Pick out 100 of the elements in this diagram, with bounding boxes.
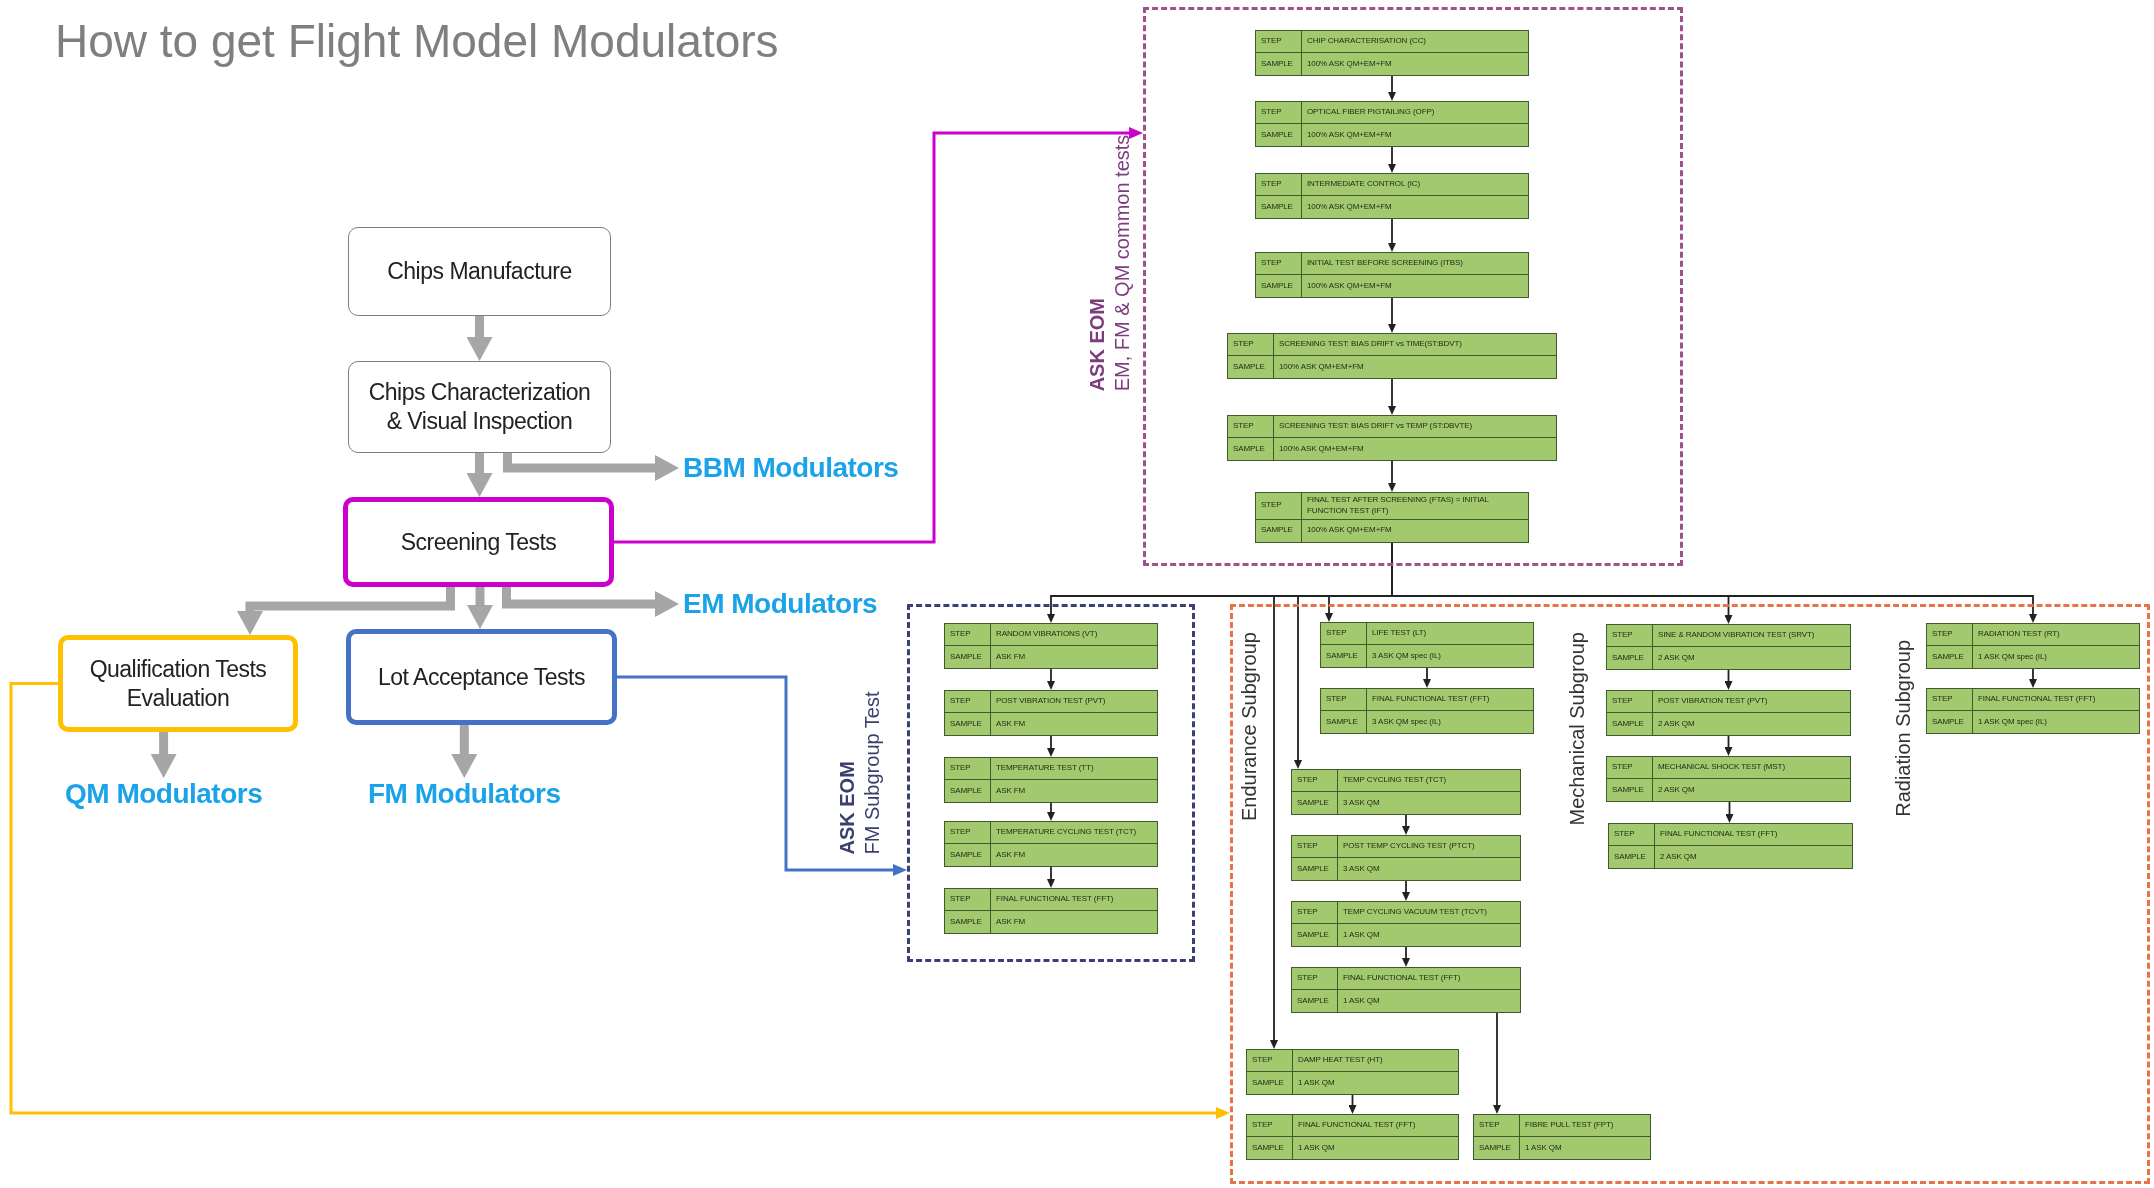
table-cell-text: 3 ASK QM: [1342, 796, 1381, 809]
group-heading: EM, FM & QM common tests: [1111, 134, 1134, 392]
table-cell-text: 100% ASK QM+EM+FM: [1306, 57, 1393, 70]
table-cell: POST VIBRATION TEST (PVT): [991, 691, 1157, 713]
row-header-cell: SAMPLE: [1609, 846, 1655, 868]
table-cell: OPTICAL FIBER PIGTAILING (OFP): [1302, 102, 1528, 124]
table-cell-text: ASK FM: [995, 848, 1027, 861]
arrow: [9, 682, 1230, 1119]
table-cell: FINAL FUNCTIONAL TEST (FFT): [1338, 968, 1520, 990]
block-arrow: [467, 587, 493, 629]
process-box: Chips Characterization & Visual Inspection: [348, 361, 611, 453]
table-cell: FINAL FUNCTIONAL TEST (FFT): [1655, 824, 1852, 846]
row-header-cell: STEP: [945, 691, 991, 713]
step-table: [1255, 252, 1529, 298]
table-cell: TEMPERATURE CYCLING TEST (TCT): [991, 822, 1157, 844]
row-header-cell: SAMPLE: [1292, 990, 1338, 1012]
row-header-cell: STEP: [1256, 253, 1302, 275]
table-cell: INTERMEDIATE CONTROL (IC): [1302, 174, 1528, 196]
process-box: Chips Manufacture: [348, 227, 611, 316]
table-cell: TEMP CYCLING VACUUM TEST (TCVT): [1338, 902, 1520, 924]
table-cell: FINAL FUNCTIONAL TEST (FFT): [991, 889, 1157, 911]
table-cell: SINE & RANDOM VIBRATION TEST (SRVT): [1653, 625, 1850, 647]
step-table: [944, 623, 1158, 669]
table-cell: FINAL FUNCTIONAL TEST (FFT): [1367, 689, 1533, 711]
step-table: [1291, 967, 1521, 1013]
row-header-cell: SAMPLE: [1927, 711, 1973, 733]
row-header-cell: STEP: [1321, 623, 1367, 645]
block-arrow: [237, 587, 455, 635]
row-header-cell: SAMPLE: [945, 780, 991, 802]
group-heading: FM Subgroup Test: [861, 691, 884, 855]
table-cell-text: 3 ASK QM spec (IL): [1371, 715, 1442, 728]
output-label: EM Modulators: [683, 588, 878, 620]
table-cell: INITIAL TEST BEFORE SCREENING (ITBS): [1302, 253, 1528, 275]
step-table: [1255, 30, 1529, 76]
group-heading: ASK EOM: [836, 760, 859, 855]
table-cell: FINAL FUNCTIONAL TEST (FFT): [1973, 689, 2139, 711]
table-cell-text: 3 ASK QM: [1342, 862, 1381, 875]
output-label: FM Modulators: [368, 778, 561, 810]
step-table: [1246, 1114, 1459, 1160]
row-header-cell: SAMPLE: [1292, 792, 1338, 814]
group-heading: ASK EOM: [1086, 297, 1109, 392]
step-table: [1291, 835, 1521, 881]
row-header-cell: SAMPLE: [1247, 1072, 1293, 1094]
arrow: [1388, 146, 1396, 173]
row-header-cell: SAMPLE: [1607, 779, 1653, 801]
row-header-cell: STEP: [1256, 31, 1302, 53]
arrow: [1047, 735, 1055, 757]
row-header-cell: STEP: [1247, 1050, 1293, 1072]
table-cell-text: 1 ASK QM: [1342, 994, 1381, 1007]
arrow: [1402, 814, 1410, 835]
row-header-cell: STEP: [1927, 689, 1973, 711]
row-header-cell: SAMPLE: [1228, 438, 1274, 460]
arrow: [1388, 218, 1396, 252]
table-cell: TEMPERATURE TEST (TT): [991, 758, 1157, 780]
table-cell-text: 100% ASK QM+EM+FM: [1278, 360, 1365, 373]
table-cell-text: 100% ASK QM+EM+FM: [1278, 442, 1365, 455]
row-header-cell: STEP: [1228, 334, 1274, 356]
table-cell-text: 100% ASK QM+EM+FM: [1306, 200, 1393, 213]
arrow: [1388, 460, 1396, 492]
table-cell-text: ASK FM: [995, 915, 1027, 928]
table-cell: RANDOM VIBRATIONS (VT): [991, 624, 1157, 646]
arrow: [1493, 1012, 1501, 1114]
step-table: [944, 757, 1158, 803]
table-cell: SCREENING TEST: BIAS DRIFT vs TEMP (ST:DBVTE): [1274, 416, 1556, 438]
step-table: [1227, 415, 1557, 461]
row-header-cell: STEP: [1474, 1115, 1520, 1137]
subgroup-label: Endurance Subgroup: [1238, 632, 1261, 822]
table-cell-text: 2 ASK QM: [1657, 651, 1696, 664]
arrow: [1047, 668, 1055, 690]
arrow: [614, 127, 1143, 544]
step-table: [1320, 688, 1534, 734]
arrow: [1388, 75, 1396, 101]
table-cell-text: 2 ASK QM: [1657, 783, 1696, 796]
step-table: [1255, 492, 1529, 543]
table-cell-text: 1 ASK QM spec (IL): [1977, 715, 2048, 728]
arrow: [1725, 801, 1734, 823]
table-cell: MECHANICAL SHOCK TEST (MST): [1653, 757, 1850, 779]
row-header-cell: SAMPLE: [1474, 1137, 1520, 1159]
row-header-cell: STEP: [1256, 174, 1302, 196]
arrow: [1402, 946, 1410, 967]
table-cell-text: 100% ASK QM+EM+FM: [1306, 524, 1393, 537]
step-table: [1227, 333, 1557, 379]
row-header-cell: STEP: [945, 822, 991, 844]
table-cell: FINAL TEST AFTER SCREENING (FTAS) = INITIAL FUNCTION TEST (IFT): [1302, 493, 1528, 520]
arrow: [1348, 1094, 1357, 1114]
row-header-cell: SAMPLE: [1247, 1137, 1293, 1159]
arrow: [1724, 669, 1733, 690]
row-header-cell: SAMPLE: [1228, 356, 1274, 378]
process-box: Screening Tests: [343, 497, 614, 587]
row-header-cell: STEP: [1256, 102, 1302, 124]
arrow: [1047, 866, 1055, 888]
table-cell-text: ASK FM: [995, 650, 1027, 663]
step-table: [1320, 622, 1534, 668]
step-table: [1291, 769, 1521, 815]
table-cell: CHIP CHARACTERISATION (CC): [1302, 31, 1528, 53]
step-table: [1473, 1114, 1651, 1160]
row-header-cell: SAMPLE: [945, 844, 991, 866]
block-arrow: [466, 316, 493, 361]
table-cell: FINAL FUNCTIONAL TEST (FFT): [1293, 1115, 1458, 1137]
arrow: [1047, 802, 1055, 821]
